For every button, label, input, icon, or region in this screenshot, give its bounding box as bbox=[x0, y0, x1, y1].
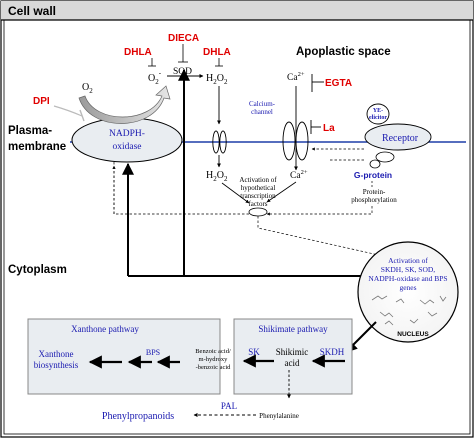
phenylpropanoids-label: Phenylpropanoids bbox=[102, 411, 174, 422]
g-protein-shape bbox=[375, 151, 395, 163]
xanthone-pathway-box bbox=[27, 318, 221, 395]
nucleus-circle bbox=[357, 241, 459, 343]
h2o2-channel-right bbox=[219, 130, 227, 154]
shikimic-acid-label-1: Shikimic bbox=[276, 347, 309, 357]
cell-wall-label: Cell wall bbox=[8, 4, 56, 18]
ye-elicitor-label-2: elicitor bbox=[369, 115, 387, 121]
pal-enzyme: PAL bbox=[221, 401, 237, 411]
apoplastic-space-label: Apoplastic space bbox=[296, 46, 391, 58]
benzoic-acid-label-1: Benzoic acid/ bbox=[195, 348, 231, 355]
transcription-factor-node bbox=[248, 207, 268, 217]
sod-label: SOD bbox=[173, 67, 192, 77]
nucleus-label: NUCLEUS bbox=[397, 331, 429, 338]
cytoplasm-label: Cytoplasm bbox=[8, 264, 67, 276]
benzoic-acid-label-3: -benzoic acid bbox=[196, 364, 232, 371]
dpi-inhibitor: DPI bbox=[33, 96, 50, 107]
transcription-label-4: factors bbox=[248, 200, 267, 208]
calcium-channel-left bbox=[282, 121, 296, 161]
transcription-label-3: transcription bbox=[240, 192, 276, 200]
oxidation-curved-arrow bbox=[78, 85, 171, 124]
nucleus-text-3: NADPH-oxidase and BPS bbox=[368, 274, 447, 283]
ye-elicitor bbox=[366, 103, 390, 125]
nadph-oxidase-label-2: oxidase bbox=[112, 142, 141, 152]
dhla-right-inhibitor: DHLA bbox=[203, 47, 231, 58]
protein-phosph-label-1: Protein- bbox=[363, 188, 386, 196]
ca-top-label: Ca2+ bbox=[287, 71, 305, 83]
nucleus-text-4: genes bbox=[399, 283, 416, 292]
la-inhibitor: La bbox=[323, 123, 335, 134]
xanthone-pathway-title: Xanthone pathway bbox=[71, 324, 139, 334]
calcium-channel-right bbox=[295, 121, 309, 161]
ye-elicitor-label-1: YE- bbox=[373, 108, 383, 114]
o2-label: O2 bbox=[82, 82, 93, 95]
shikimate-pathway-title: Shikimate pathway bbox=[258, 324, 328, 334]
transcription-label-1: Activation of bbox=[239, 176, 277, 184]
bps-enzyme: BPS bbox=[146, 348, 160, 357]
superoxide-label: O2- bbox=[148, 69, 162, 86]
cell-wall-band bbox=[1, 1, 473, 20]
egta-inhibitor: EGTA bbox=[325, 78, 352, 89]
benzoic-acid-label-2: m-hydroxy bbox=[199, 356, 229, 363]
calcium-channel-label-1: Calcium- bbox=[249, 100, 276, 108]
receptor-label: Receptor bbox=[382, 133, 419, 144]
nucleus-text-1: Activation of bbox=[388, 256, 428, 265]
dhla-left-inhibitor: DHLA bbox=[124, 47, 152, 58]
dieca-inhibitor: DIECA bbox=[168, 33, 199, 44]
nucleus-text-2: SKDH, SK, SOD, bbox=[381, 265, 436, 274]
xanthone-biosynthesis-2: biosynthesis bbox=[34, 360, 79, 370]
calcium-channel-label-2: channel bbox=[251, 108, 273, 116]
shikimic-acid-label-2: acid bbox=[285, 358, 300, 368]
ca-bottom-label: Ca2+ bbox=[290, 169, 308, 181]
skdh-enzyme: SKDH bbox=[320, 347, 345, 357]
sk-enzyme: SK bbox=[248, 347, 260, 357]
chromatin-strands bbox=[371, 295, 447, 326]
phenylalanine-label: Phenylalanine bbox=[259, 412, 299, 420]
g-protein-label: G-protein bbox=[354, 170, 392, 180]
xanthone-biosynthesis-1: Xanthone bbox=[39, 349, 74, 359]
plasma-membrane-label-1: Plasma- bbox=[8, 125, 52, 137]
receptor-ellipse bbox=[364, 123, 432, 151]
h2o2-top-label: H2O2 bbox=[206, 73, 228, 86]
h2o2-bottom-label: H2O2 bbox=[206, 170, 228, 183]
nadph-oxidase-label-1: NADPH- bbox=[109, 129, 145, 139]
transcription-label-2: hypothetical bbox=[241, 184, 276, 192]
inner-frame bbox=[3, 19, 471, 435]
nadph-oxidase-ellipse bbox=[71, 117, 183, 163]
protein-phosph-label-2: phosphorylation bbox=[351, 196, 397, 204]
plasma-membrane-label-2: membrane bbox=[8, 141, 66, 153]
h2o2-channel-left bbox=[212, 130, 220, 154]
